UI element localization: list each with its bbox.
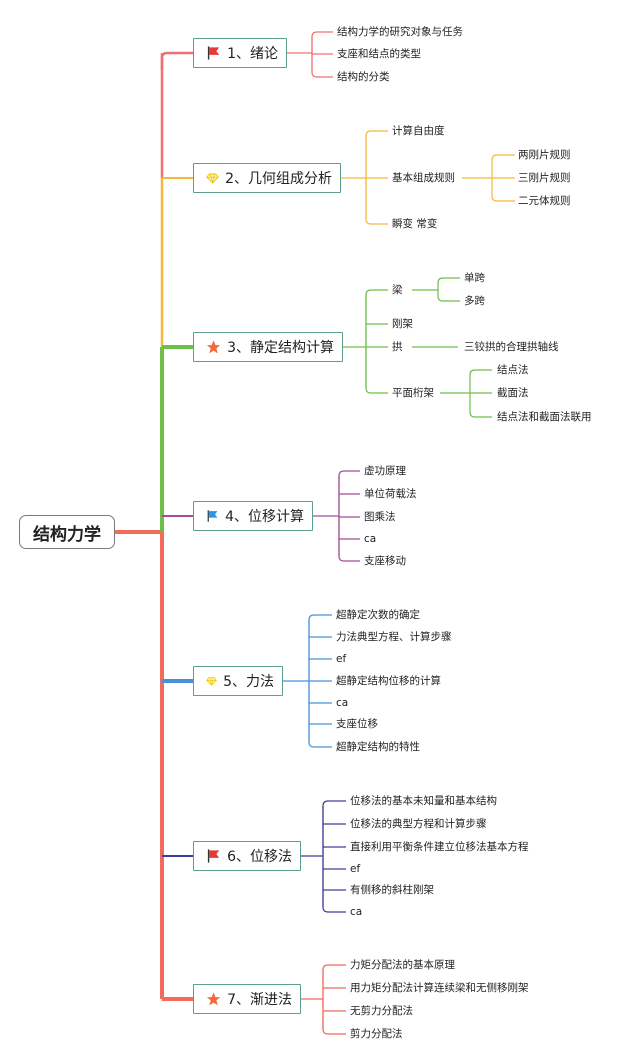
leaf-node[interactable]: 超静定结构位移的计算 [336,675,441,687]
leaf-node[interactable]: ca [336,697,349,709]
topic-2[interactable]: 2、几何组成分析 [193,163,341,193]
leaf-node[interactable]: 支座和结点的类型 [337,48,421,60]
leaf-node[interactable]: 结构力学的研究对象与任务 [337,26,463,38]
topic-6[interactable]: 6、位移法 [193,841,301,871]
root-label: 结构力学 [33,524,101,545]
leaf-node[interactable]: ca [364,533,377,545]
connector [365,347,388,394]
leaf-node[interactable]: 图乘法 [364,511,396,523]
topic-7[interactable]: 7、渐进法 [193,984,301,1014]
connector [469,393,492,418]
leaf-node[interactable]: 用力矩分配法计算连续梁和无侧移刚架 [350,982,529,994]
sub-leaf-node[interactable]: 单跨 [464,272,485,284]
leaf-node[interactable]: 计算自由度 [392,125,445,137]
leaf-node[interactable]: 直接利用平衡条件建立位移法基本方程 [350,841,529,853]
sub-leaf-node[interactable]: 三铰拱的合理拱轴线 [464,341,559,353]
topic-label: 5、力法 [223,674,274,690]
connector [308,614,332,681]
leaf-node[interactable]: ca [350,906,363,918]
leaf-node[interactable]: 超静定结构的特性 [336,741,420,753]
connector [322,999,346,1035]
connector [469,369,492,393]
sub-leaf-node[interactable]: 结点法和截面法联用 [497,411,592,423]
topic-label: 4、位移计算 [225,509,304,525]
leaf-node[interactable]: 虚功原理 [364,465,406,477]
blue-flag-icon [207,510,218,522]
leaf-node[interactable]: 瞬变 常变 [392,218,438,230]
red-flag-icon [207,849,220,863]
connector [365,130,388,178]
connector [338,470,360,516]
red-flag-icon [207,46,220,60]
orange-star-icon [206,340,221,354]
topic-label: 6、位移法 [227,849,292,865]
topic-label: 2、几何组成分析 [225,171,332,187]
leaf-node[interactable]: 力法典型方程、计算步骤 [336,631,452,643]
topic-3[interactable]: 3、静定结构计算 [193,332,343,362]
connector [322,964,346,999]
connector [311,31,333,53]
yellow-diamond-icon [206,677,217,686]
topic-label: 1、绪论 [227,46,278,62]
connector [365,178,388,225]
connector [491,178,515,202]
leaf-node[interactable]: 超静定次数的确定 [336,609,420,621]
leaf-node[interactable]: 剪力分配法 [350,1028,403,1040]
leaf-node[interactable]: ef [350,863,361,875]
connector [308,681,332,748]
root-topic[interactable]: 结构力学 [19,515,115,549]
sub-leaf-node[interactable]: 截面法 [497,387,529,399]
leaf-node[interactable]: 支座移动 [364,555,406,567]
leaf-node[interactable]: ef [336,653,347,665]
leaf-node[interactable]: 单位荷载法 [364,488,417,500]
leaf-node[interactable]: 位移法的基本未知量和基本结构 [350,795,497,807]
leaf-node[interactable]: 有侧移的斜柱刚架 [350,884,434,896]
connector [365,289,388,347]
leaf-node[interactable]: 位移法的典型方程和计算步骤 [350,818,487,830]
connector [437,277,460,290]
topic-4[interactable]: 4、位移计算 [193,501,313,531]
connector [437,290,460,302]
topic-5[interactable]: 5、力法 [193,666,283,696]
leaf-node[interactable]: 基本组成规则 [392,172,455,184]
sub-leaf-node[interactable]: 二元体规则 [518,195,571,207]
leaf-node[interactable]: 无剪力分配法 [350,1005,413,1017]
connector [311,53,333,78]
connector [322,800,346,856]
connector [160,51,193,70]
sub-leaf-node[interactable]: 三刚片规则 [518,172,571,184]
topic-1[interactable]: 1、绪论 [193,38,287,68]
leaf-node[interactable]: 结构的分类 [337,71,390,83]
orange-star-icon [206,992,221,1006]
leaf-node[interactable]: 刚架 [392,318,413,330]
leaf-node[interactable]: 支座位移 [336,718,378,730]
sub-leaf-node[interactable]: 多跨 [464,295,485,307]
leaf-node[interactable]: 力矩分配法的基本原理 [350,959,455,971]
connector [322,856,346,913]
connector [491,154,515,178]
topic-label: 3、静定结构计算 [227,340,334,356]
sub-leaf-node[interactable]: 两刚片规则 [518,149,571,161]
topic-label: 7、渐进法 [227,992,292,1008]
leaf-node[interactable]: 梁 [392,284,403,296]
leaf-node[interactable]: 拱 [392,341,403,353]
connector [338,516,360,562]
yellow-diamond-icon [206,173,219,184]
sub-leaf-node[interactable]: 结点法 [497,364,529,376]
leaf-node[interactable]: 平面桁架 [392,387,434,399]
